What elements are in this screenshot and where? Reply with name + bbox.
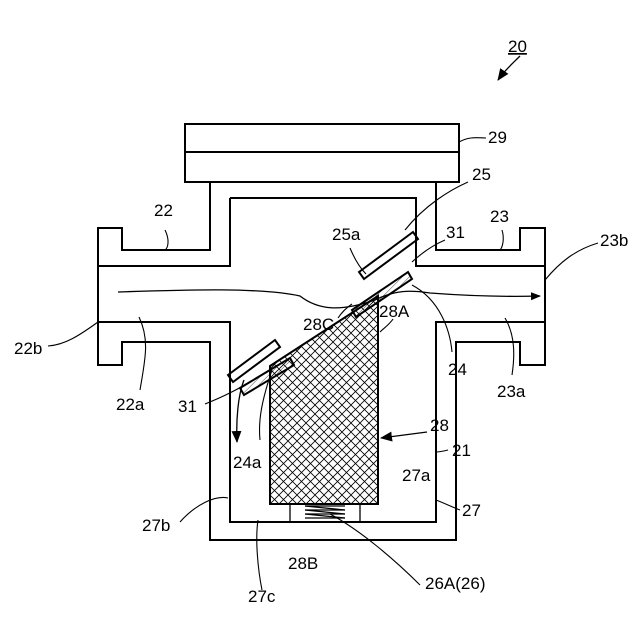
label-31-top: 31: [446, 223, 465, 242]
label-23a: 23a: [497, 382, 526, 401]
label-23b: 23b: [600, 231, 628, 250]
label-27c: 27c: [248, 587, 276, 606]
figure-arrow-20: [498, 56, 520, 80]
label-25: 25: [472, 165, 491, 184]
label-22b: 22b: [14, 339, 42, 358]
label-27: 27: [462, 501, 481, 520]
label-31-left: 31: [178, 397, 197, 416]
spring-28B: [290, 504, 360, 522]
label-24: 24: [448, 360, 467, 379]
plate-25: [359, 232, 418, 279]
label-23: 23: [490, 207, 509, 226]
label-29: 29: [488, 128, 507, 147]
label-28C: 28C: [303, 315, 334, 334]
label-24a: 24a: [233, 453, 262, 472]
label-22a: 22a: [116, 395, 145, 414]
label-25a: 25a: [332, 225, 361, 244]
label-28: 28: [430, 416, 449, 435]
label-20: 20: [508, 37, 527, 56]
flow-path-arrow: [118, 290, 540, 308]
label-22: 22: [154, 201, 173, 220]
label-27b: 27b: [142, 516, 170, 535]
label-21: 21: [452, 441, 471, 460]
pointer-arrow-28: [381, 432, 427, 438]
label-28B: 28B: [288, 554, 318, 573]
label-26A: 26A(26): [425, 574, 485, 593]
actuator-29: [185, 124, 459, 182]
label-28A: 28A: [379, 302, 410, 321]
label-27a: 27a: [402, 466, 431, 485]
